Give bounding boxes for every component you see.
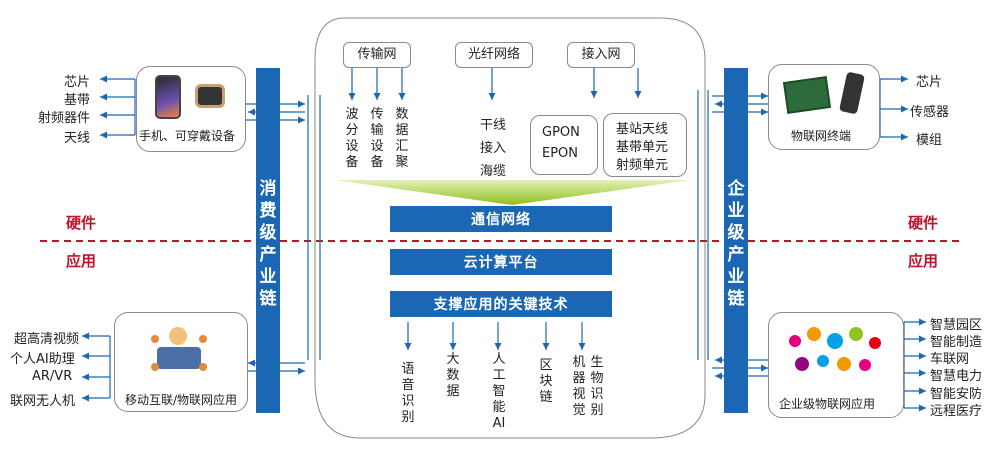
enterprise-iot-app-box: 企业级物联网应用: [768, 312, 904, 418]
top-left-feature-arrows: [100, 75, 135, 139]
access-network-tag: 接入网: [567, 42, 635, 68]
trans-item-equipment: 传输设备: [370, 107, 384, 170]
consumer-app-drone: 联网无人机: [10, 394, 76, 409]
tech-blockchain: 区块链: [539, 358, 553, 405]
enterprise-hw-module: 模组: [916, 133, 943, 148]
enterprise-app-smart-security: 智能安防: [930, 387, 983, 402]
gpon-label: GPON: [542, 125, 580, 140]
top-right-feature-arrows: [880, 75, 908, 141]
application-label-right: 应用: [908, 252, 939, 270]
enterprise-iot-app-caption: 企业级物联网应用: [779, 397, 876, 411]
smartphone-icon: [155, 75, 181, 119]
consumer-device-caption: 手机、可穿戴设备: [139, 129, 236, 143]
epon-label: EPON: [542, 146, 579, 161]
tech-machine-vision: 机器视觉: [572, 355, 586, 418]
tech-ai: 人工智能AI: [492, 352, 506, 431]
fiber-item-trunk: 干线: [480, 118, 507, 133]
enterprise-app-smart-manufacturing: 智能制造: [930, 335, 983, 350]
tech-speech-recognition: 语音识别: [401, 362, 415, 425]
trans-item-wdm: 波分设备: [345, 107, 359, 170]
consumer-app-ar-vr: AR/VR: [32, 369, 73, 384]
smartwatch-icon: [195, 84, 225, 108]
handheld-terminal-icon: [839, 71, 865, 115]
enterprise-chain-bar: 企业级产业链: [724, 68, 748, 413]
tech-biometrics: 生物识别: [590, 355, 604, 418]
transmission-network-tag: 传输网: [343, 42, 411, 68]
mobile-iot-app-box: 移动互联/物联网应用: [114, 312, 248, 412]
tech-down-arrows: [404, 322, 586, 350]
consumer-app-uhd-video: 超高清视频: [14, 332, 80, 347]
iot-terminal-box: 物联网终端: [768, 64, 880, 150]
enterprise-app-smart-park: 智慧园区: [930, 318, 983, 333]
funnel-arrow: [335, 180, 690, 205]
consumer-chain-bar: 消费级产业链: [256, 68, 280, 413]
enterprise-app-telemedicine: 远程医疗: [930, 404, 983, 419]
app-icons-cluster: [789, 327, 885, 383]
consumer-hw-antenna: 天线: [64, 131, 91, 146]
vertical-link-lines: [307, 90, 709, 360]
bottom-right-feature-arrows: [904, 318, 926, 412]
consumer-hw-rf: 射频器件: [38, 111, 91, 126]
access-item-baseband: 基带单元: [616, 140, 669, 155]
fiber-item-access: 接入: [480, 141, 507, 156]
layer-communication-network: 通信网络: [390, 206, 612, 232]
consumer-hw-chip: 芯片: [64, 75, 91, 90]
trans-item-aggregation: 数据汇聚: [395, 107, 409, 170]
enterprise-app-connected-vehicles: 车联网: [930, 352, 970, 367]
app-network-icon: [151, 327, 207, 375]
consumer-app-ai-assistant: 个人AI助理: [10, 352, 75, 367]
enterprise-hw-chip: 芯片: [916, 75, 943, 90]
tech-big-data: 大数据: [446, 352, 460, 399]
fiber-network-tag: 光纤网络: [455, 42, 533, 68]
hardware-label-left: 硬件: [66, 214, 97, 232]
access-item-rf: 射频单元: [616, 158, 669, 173]
access-item-antenna: 基站天线: [616, 122, 669, 137]
enterprise-app-smart-power: 智慧电力: [930, 369, 983, 384]
consumer-hw-baseband: 基带: [64, 93, 91, 108]
application-label-left: 应用: [66, 252, 97, 270]
base-station-box: 基站天线 基带单元 射频单元: [603, 113, 687, 177]
enterprise-hw-sensor: 传感器: [910, 105, 950, 120]
layer-cloud-platform: 云计算平台: [390, 249, 612, 275]
bottom-left-feature-arrows: [82, 332, 110, 402]
circuit-board-icon: [782, 76, 832, 114]
hardware-label-right: 硬件: [908, 214, 939, 232]
mobile-iot-app-caption: 移动互联/物联网应用: [125, 393, 238, 407]
iot-terminal-caption: 物联网终端: [791, 129, 852, 143]
layer-key-technologies: 支撑应用的关键技术: [390, 291, 612, 317]
fiber-item-submarine: 海缆: [480, 164, 507, 179]
pon-box: GPON EPON: [530, 115, 598, 175]
consumer-device-box: 手机、可穿戴设备: [136, 66, 246, 152]
network-down-arrows: [348, 68, 642, 100]
